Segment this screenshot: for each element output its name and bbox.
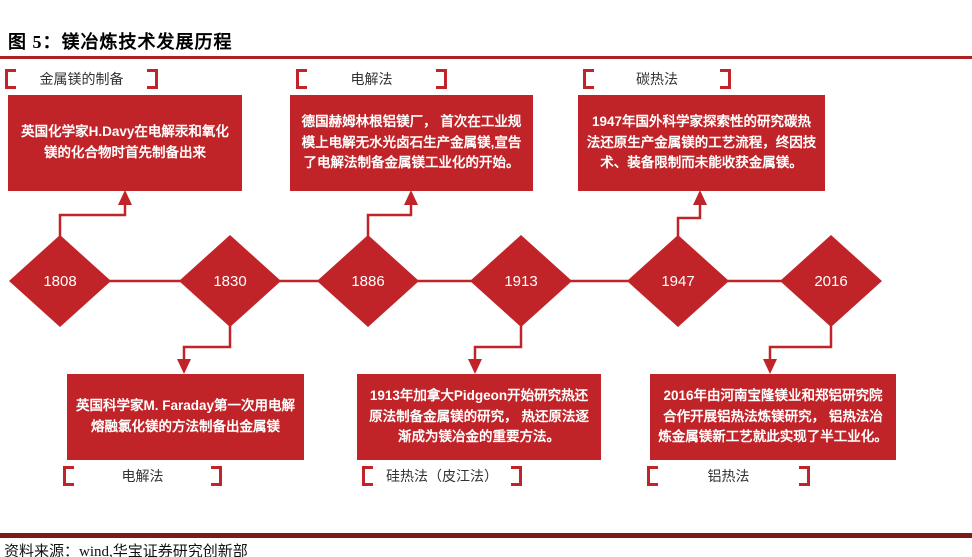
data-source-note: 资料来源：wind,华宝证券研究创新部: [4, 544, 248, 557]
right-bracket-icon: [799, 466, 810, 486]
arrowhead-up-icon: [693, 190, 707, 205]
right-bracket-icon: [211, 466, 222, 486]
arrowhead-up-icon: [118, 190, 132, 205]
event-box-1830: 英国科学家M. Faraday第一次用电解熔融氯化镁的方法制备出金属镁: [67, 374, 304, 460]
event-box-1808: 英国化学家H.Davy在电解汞和氧化镁的化合物时首先制备出来: [8, 95, 242, 191]
method-label-carbothermal: 碳热法: [583, 66, 731, 92]
event-box-1886: 德国赫姆林根铝镁厂， 首次在工业规模上电解无水光卤石生产金属镁,宣告了电解法制备…: [290, 95, 533, 191]
top-divider-rule: [0, 56, 972, 59]
method-label-text: 金属镁的制备: [39, 71, 124, 87]
method-label-silicothermic: 硅热法（皮江法）: [362, 463, 522, 489]
left-bracket-icon: [296, 69, 307, 89]
connector-2016-down: [768, 318, 833, 368]
method-label-text: 碳热法: [636, 71, 678, 87]
arrowhead-down-icon: [468, 359, 482, 374]
left-bracket-icon: [583, 69, 594, 89]
left-bracket-icon: [5, 69, 16, 89]
arrowhead-down-icon: [177, 359, 191, 374]
year-label: 2016: [814, 272, 848, 290]
arrowhead-down-icon: [763, 359, 777, 374]
connector-1808-up: [58, 196, 127, 243]
year-label: 1947: [661, 272, 695, 290]
connector-1913-down: [473, 318, 523, 368]
connector-1947-up: [676, 196, 702, 243]
year-label: 1808: [43, 272, 77, 290]
left-bracket-icon: [647, 466, 658, 486]
method-label-preparation: 金属镁的制备: [5, 66, 158, 92]
bottom-divider-rule: [0, 533, 972, 538]
right-bracket-icon: [720, 69, 731, 89]
year-label: 1830: [213, 272, 247, 290]
connector-1886-up: [366, 196, 413, 243]
event-box-1947: 1947年国外科学家探索性的研究碳热法还原生产金属镁的工艺流程，终因技术、装备限…: [578, 95, 825, 191]
method-label-text: 硅热法（皮江法）: [386, 468, 498, 484]
connector-1830-down: [182, 318, 232, 368]
figure-title: 图 5：镁冶炼技术发展历程: [8, 32, 233, 52]
right-bracket-icon: [436, 69, 447, 89]
method-label-text: 铝热法: [707, 468, 750, 484]
event-box-2016: 2016年由河南宝隆镁业和郑铝研究院合作开展铝热法炼镁研究， 铝热法冶炼金属镁新…: [650, 374, 896, 460]
right-bracket-icon: [147, 69, 158, 89]
year-label: 1886: [351, 272, 385, 290]
method-label-electrolysis-bottom: 电解法: [63, 463, 222, 489]
left-bracket-icon: [63, 466, 74, 486]
method-label-text: 电解法: [350, 71, 393, 87]
left-bracket-icon: [362, 466, 373, 486]
event-box-1913: 1913年加拿大Pidgeon开始研究热还原法制备金属镁的研究， 热还原法逐渐成…: [357, 374, 601, 460]
year-label: 1913: [504, 272, 538, 290]
method-label-text: 电解法: [121, 468, 164, 484]
right-bracket-icon: [511, 466, 522, 486]
method-label-aluminothermic: 铝热法: [647, 463, 810, 489]
arrowhead-up-icon: [404, 190, 418, 205]
method-label-electrolysis-top: 电解法: [296, 66, 447, 92]
